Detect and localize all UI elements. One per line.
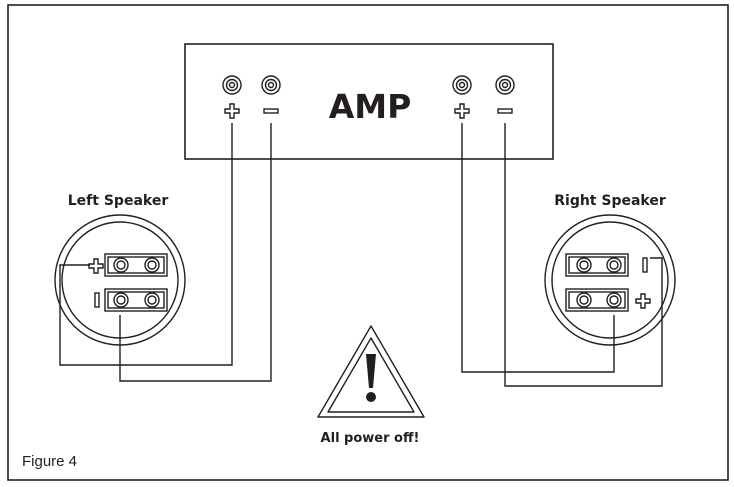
exclamation-dot [366, 392, 376, 402]
wire-left-positive [59, 123, 233, 366]
amp-terminal-left-positive [222, 75, 242, 95]
left-speaker-terminal-negative [104, 288, 168, 312]
warning-text: All power off! [321, 431, 420, 446]
left-speaker-label: Left Speaker [68, 193, 169, 209]
left-speaker-terminal-positive [104, 253, 168, 277]
amp-terminal-right-positive [452, 75, 472, 95]
plus-icon [635, 293, 651, 309]
minus-icon [94, 292, 100, 308]
right-speaker: Right Speaker [544, 193, 676, 346]
wire-right-negative [504, 123, 663, 387]
warning-triangle-outer [317, 325, 425, 418]
right-speaker-inner-ring [551, 221, 669, 339]
plus-icon [454, 103, 470, 119]
warning-triangle-inner [327, 337, 415, 413]
amp-label: AMP [329, 87, 412, 126]
warning-sign [317, 325, 425, 418]
minus-icon [263, 108, 279, 114]
exclamation-icon [366, 354, 376, 388]
right-speaker-outer-ring [544, 214, 676, 346]
amp-terminal-left-negative [261, 75, 281, 95]
amplifier: AMP [184, 43, 554, 160]
plus-icon [224, 103, 240, 119]
wire-right-positive [461, 123, 615, 373]
right-speaker-terminal-positive [565, 288, 629, 312]
right-speaker-terminal-negative [565, 253, 629, 277]
minus-icon [497, 108, 513, 114]
right-speaker-label: Right Speaker [554, 193, 666, 209]
plus-icon [88, 258, 104, 274]
amp-box [184, 43, 554, 160]
minus-icon [642, 257, 648, 273]
figure-frame [7, 4, 729, 481]
wire-left-negative [119, 123, 272, 382]
amp-terminal-right-negative [495, 75, 515, 95]
figure-caption: Figure 4 [22, 453, 77, 470]
